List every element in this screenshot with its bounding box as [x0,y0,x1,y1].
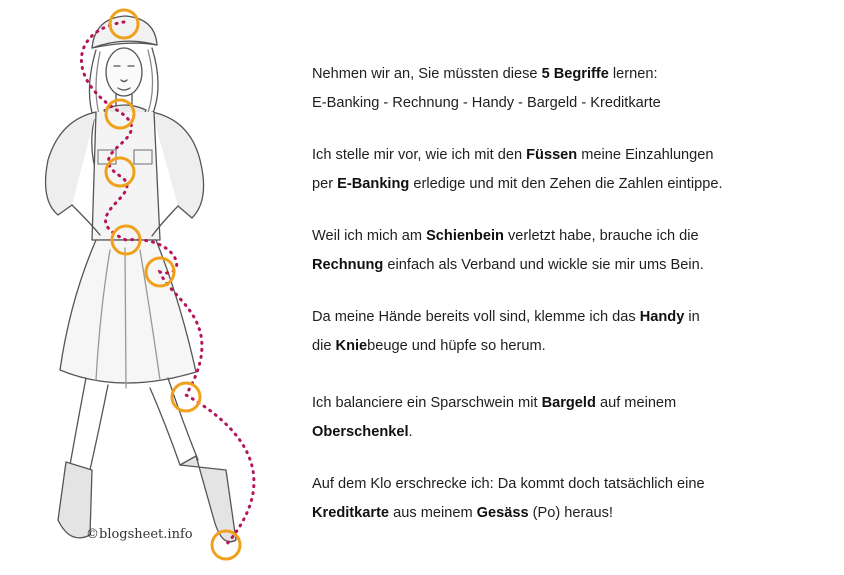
dotted-memory-path [80,20,256,547]
text-segment: einfach als Verband und wickle sie mir u… [383,257,704,273]
paragraph-6: Auf dem Klo erschrecke ich: Da kommt doc… [312,470,832,528]
bold-term: Handy [639,309,685,325]
text-segment: Da meine Hände bereits voll sind, klemme… [312,309,640,325]
text-segment: lernen: [608,66,658,82]
text-line: Nehmen wir an, Sie müssten diese 5 Begri… [312,60,832,89]
text-line: Ich stelle mir vor, wie ich mit den Füss… [312,141,832,170]
bold-term: Knie [335,338,368,354]
paragraph-5: Ich balanciere ein Sparschwein mit Barge… [312,389,832,447]
text-segment: Ich stelle mir vor, wie ich mit den [312,147,527,163]
ring-neck [104,98,136,130]
text-segment: Weil ich mich am [312,228,427,244]
text-line: Da meine Hände bereits voll sind, klemme… [312,303,832,332]
text-segment: . [408,424,413,440]
text-segment: per [312,176,338,192]
text-segment: (Po) heraus! [528,505,613,521]
paragraph-4: Da meine Hände bereits voll sind, klemme… [312,303,832,361]
bold-term: Rechnung [312,257,384,273]
bold-term: Gesäss [476,505,529,521]
text-segment: auf meinem [595,395,677,411]
ring-head [108,8,140,40]
ring-chest [104,156,136,188]
text-line: Weil ich mich am Schienbein verletzt hab… [312,222,832,251]
text-line: Rechnung einfach als Verband und wickle … [312,251,832,280]
bold-term: Oberschenkel [312,424,409,440]
text-segment: erledige und mit den Zehen die Zahlen ei… [409,176,723,192]
text-line: Ich balanciere ein Sparschwein mit Barge… [312,389,832,418]
text-line: per E-Banking erledige und mit den Zehen… [312,170,832,199]
ring-thigh [170,381,202,413]
text-segment: Ich balanciere ein Sparschwein mit [312,395,542,411]
bold-term: E-Banking [337,176,410,192]
bold-term: Bargeld [541,395,596,411]
text-line: die Kniebeuge und hüpfe so herum. [312,332,832,361]
text-segment: Nehmen wir an, Sie müssten diese [312,66,542,82]
text-line: Oberschenkel. [312,418,832,447]
ring-waist [110,224,142,256]
ring-foot [210,529,242,561]
text-segment: meine Einzahlungen [577,147,714,163]
paragraph-1: Nehmen wir an, Sie müssten diese 5 Begri… [312,60,832,118]
text-segment: aus meinem [389,505,477,521]
bold-term: Schienbein [426,228,504,244]
paragraph-2: Ich stelle mir vor, wie ich mit den Füss… [312,141,832,199]
text-segment: die [312,338,336,354]
text-segment: E-Banking - Rechnung - Handy - Bargeld -… [312,95,661,111]
ring-hip [144,256,176,288]
woman-sketch [44,15,237,543]
text-line: E-Banking - Rechnung - Handy - Bargeld -… [312,89,832,118]
text-segment: Auf dem Klo erschrecke ich: Da kommt doc… [312,476,705,492]
text-segment: verletzt habe, brauche ich die [503,228,699,244]
text-segment: beuge und hüpfe so herum. [367,338,546,354]
text-segment: in [684,309,700,325]
bold-term: Füssen [526,147,578,163]
copyright-credit: ©blogsheet.info [86,527,193,542]
memory-rings [104,8,242,561]
bold-term: 5 Begriffe [541,66,609,82]
text-line: Auf dem Klo erschrecke ich: Da kommt doc… [312,470,832,499]
paragraph-3: Weil ich mich am Schienbein verletzt hab… [312,222,832,280]
text-line: Kreditkarte aus meinem Gesäss (Po) herau… [312,499,832,528]
bold-term: Kreditkarte [312,505,390,521]
illustration-sketch [44,8,256,561]
